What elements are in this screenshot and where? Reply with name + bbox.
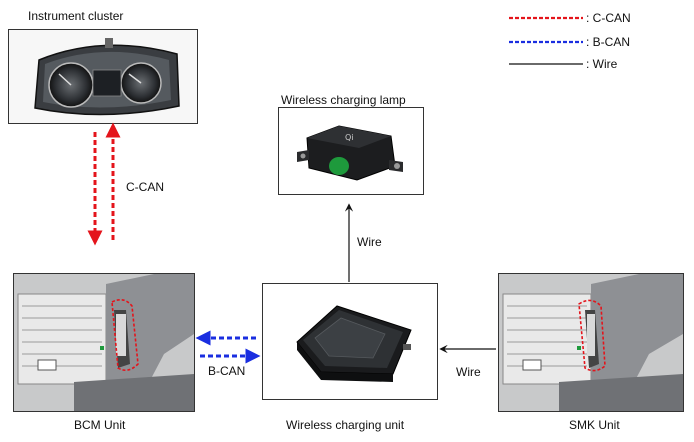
wireless-charging-unit-box — [262, 283, 438, 400]
legend-wire-label: : Wire — [586, 57, 618, 71]
wireless-charging-lamp-image: Qi — [297, 125, 403, 181]
c-can-connection-label: C-CAN — [126, 180, 164, 194]
instrument-cluster-box — [8, 29, 198, 124]
smk-unit-image — [499, 274, 683, 411]
legend-c-can-label: : C-CAN — [586, 11, 631, 25]
wire-smk-connection-label: Wire — [456, 365, 481, 379]
instrument-cluster-image — [34, 38, 180, 116]
wireless-charging-lamp-label: Wireless charging lamp — [281, 93, 406, 107]
wire-lamp-connection-label: Wire — [357, 235, 382, 249]
wireless-charging-unit-label: Wireless charging unit — [286, 418, 405, 432]
b-can-connection-label: B-CAN — [208, 364, 246, 378]
bcm-unit-label: BCM Unit — [74, 418, 126, 432]
smk-unit-label: SMK Unit — [569, 418, 620, 432]
bcm-unit-box — [13, 273, 195, 412]
wireless-charging-lamp-box: Qi — [278, 107, 424, 195]
legend-b-can-label: : B-CAN — [586, 35, 631, 49]
wireless-charging-unit-image — [296, 305, 412, 382]
svg-text:Qi: Qi — [345, 133, 354, 142]
smk-unit-box — [498, 273, 684, 412]
bcm-unit-image — [14, 274, 194, 411]
instrument-cluster-label: Instrument cluster — [28, 9, 124, 23]
